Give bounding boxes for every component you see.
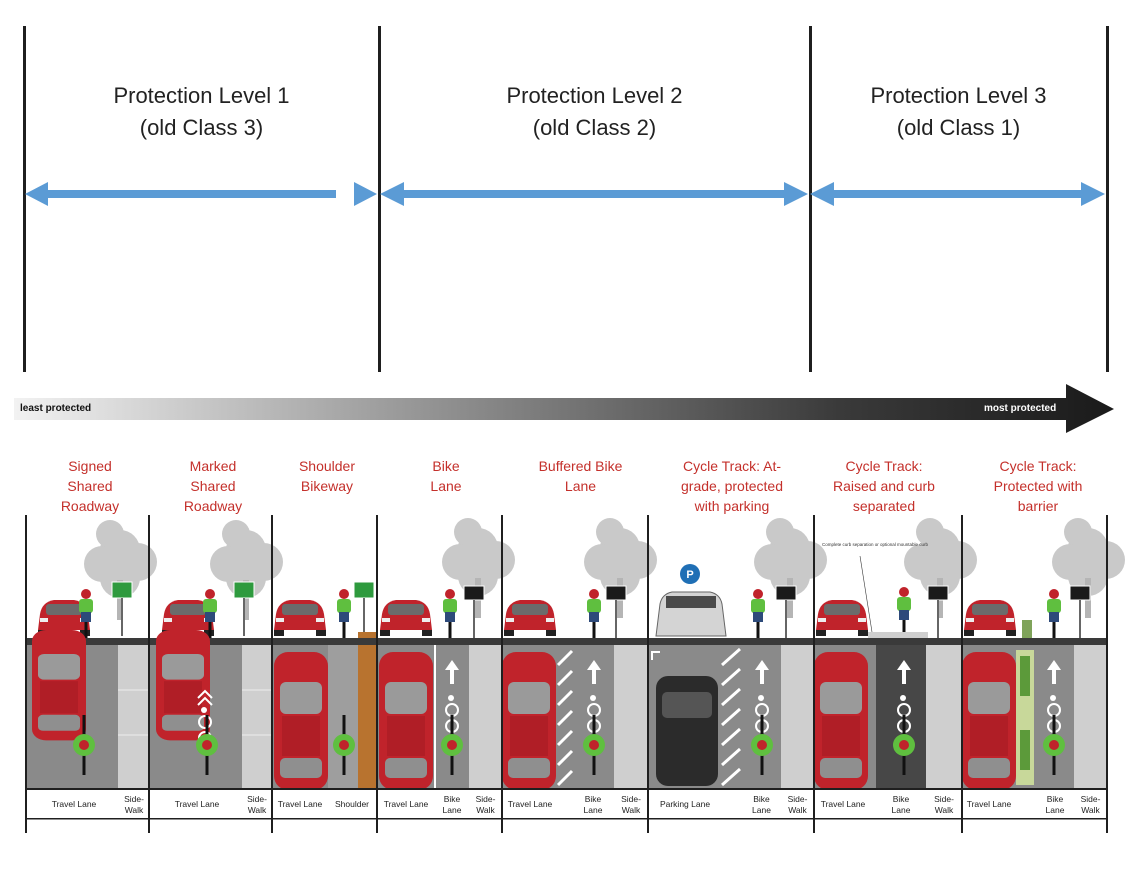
facility-title-signed-shared-roadway: Signed Shared Roadway bbox=[30, 456, 150, 516]
level-1-name: Protection Level 1 bbox=[113, 83, 290, 108]
lane-label: Travel Lane bbox=[51, 799, 97, 809]
level-3-span-arrow bbox=[810, 182, 1105, 206]
level-2-span-arrow bbox=[380, 182, 808, 206]
facility-title-line: separated bbox=[852, 498, 916, 514]
facility-title-line: Raised and curb bbox=[833, 478, 935, 494]
lane-label: Travel Lane bbox=[966, 799, 1012, 809]
level-divider-1 bbox=[378, 26, 381, 372]
lane-label: Parking Lane bbox=[659, 799, 711, 809]
panel-buffered-bike-lane bbox=[502, 518, 657, 790]
most-protected-label: most protected bbox=[984, 403, 1057, 414]
facility-title-line: Roadway bbox=[183, 498, 243, 514]
panel-cycle-track-barrier bbox=[962, 518, 1125, 790]
lane-label: Travel Lane bbox=[820, 799, 866, 809]
lane-label: Travel Lane bbox=[277, 799, 323, 809]
lane-label: Travel Lane bbox=[383, 799, 429, 809]
facility-title-line: Cycle Track: bbox=[845, 458, 923, 474]
panel-bike-lane bbox=[379, 518, 515, 790]
lane-label: Side-Walk bbox=[475, 794, 496, 815]
facility-title-bike-lane: Bike Lane bbox=[386, 456, 506, 496]
panel-signed-shared-roadway bbox=[32, 520, 157, 788]
lane-label: Travel Lane bbox=[174, 799, 220, 809]
level-divider-2 bbox=[809, 26, 812, 372]
parking-sign-icon: P bbox=[686, 569, 693, 581]
facility-title-line: Shared bbox=[67, 478, 113, 494]
facility-title-line: Roadway bbox=[60, 498, 120, 514]
facility-title-line: Lane bbox=[430, 478, 462, 494]
level-3-old-class: (old Class 1) bbox=[896, 115, 1021, 140]
facility-title-line: grade, protected bbox=[681, 478, 783, 494]
facility-title-line: Protected with bbox=[993, 478, 1083, 494]
facility-title-line: Buffered Bike bbox=[538, 458, 623, 474]
facility-title-marked-shared-roadway: Marked Shared Roadway bbox=[153, 456, 273, 516]
facility-title-cycle-track-at-grade: Cycle Track: At- grade, protected with p… bbox=[662, 456, 802, 516]
level-3-title: Protection Level 3 (old Class 1) bbox=[811, 80, 1106, 144]
lane-label: Shoulder bbox=[334, 799, 370, 809]
level-divider-3 bbox=[1106, 26, 1109, 372]
facility-title-line: Bike bbox=[432, 458, 460, 474]
lane-label: Side-Walk bbox=[787, 794, 808, 815]
panel-cycle-track-at-grade: P bbox=[651, 518, 827, 788]
lane-label: Side-Walk bbox=[1080, 794, 1101, 815]
facility-title-cycle-track-barrier: Cycle Track: Protected with barrier bbox=[968, 456, 1108, 516]
facility-title-line: Marked bbox=[189, 458, 237, 474]
facility-title-line: Cycle Track: At- bbox=[682, 458, 782, 474]
facility-title-line: Cycle Track: bbox=[999, 458, 1077, 474]
level-1-span-arrow bbox=[25, 182, 377, 206]
level-3-name: Protection Level 3 bbox=[870, 83, 1047, 108]
facility-title-line: Lane bbox=[564, 478, 597, 494]
facility-title-line: Bikeway bbox=[300, 478, 354, 494]
curb-note: Complete curb separation or optional mou… bbox=[822, 542, 929, 547]
lane-label: Travel Lane bbox=[507, 799, 553, 809]
facility-title-line: Signed bbox=[68, 458, 112, 474]
facility-title-shoulder-bikeway: Shoulder Bikeway bbox=[267, 456, 387, 496]
protection-gradient-arrow bbox=[14, 384, 1114, 433]
facility-title-cycle-track-raised: Cycle Track: Raised and curb separated bbox=[814, 456, 954, 516]
facility-title-line: Shoulder bbox=[298, 458, 356, 474]
panel-marked-shared-roadway bbox=[156, 520, 283, 788]
lane-label: Side-Walk bbox=[247, 794, 267, 815]
facility-title-line: Shared bbox=[190, 478, 236, 494]
lane-label: Side-Walk bbox=[934, 794, 954, 815]
panel-shoulder-bikeway bbox=[274, 581, 377, 790]
facility-title-line: barrier bbox=[1017, 498, 1059, 514]
level-divider-0 bbox=[23, 26, 26, 372]
level-1-old-class: (old Class 3) bbox=[139, 115, 264, 140]
facility-title-buffered-bike-lane: Buffered Bike Lane bbox=[513, 456, 648, 496]
level-1-title: Protection Level 1 (old Class 3) bbox=[25, 80, 378, 144]
lane-label: Side-Walk bbox=[124, 794, 144, 815]
level-2-name: Protection Level 2 bbox=[506, 83, 683, 108]
level-2-title: Protection Level 2 (old Class 2) bbox=[380, 80, 809, 144]
level-span-arrows bbox=[25, 182, 1105, 206]
panel-cycle-track-raised: Complete curb separation or optional mou… bbox=[814, 518, 977, 790]
lane-label: Side-Walk bbox=[621, 794, 641, 815]
facility-title-line: with parking bbox=[694, 498, 770, 514]
least-protected-label: least protected bbox=[20, 403, 92, 414]
facility-illustrations: P Complete curb separation or optional m… bbox=[25, 515, 1125, 833]
level-2-old-class: (old Class 2) bbox=[532, 115, 657, 140]
